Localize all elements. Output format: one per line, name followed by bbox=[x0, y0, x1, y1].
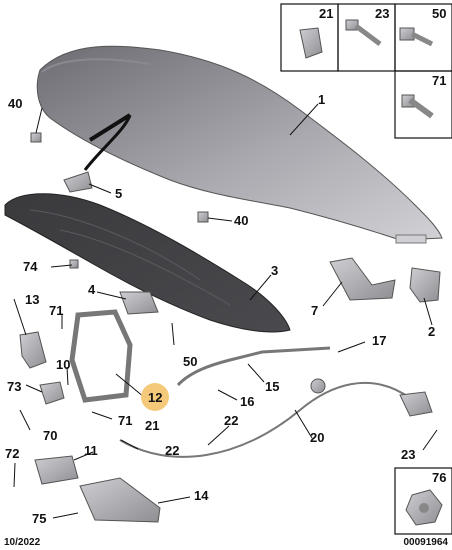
callout-5: 5 bbox=[115, 186, 122, 201]
callout-22-lower: 22 bbox=[165, 443, 179, 458]
callout-71-top: 71 bbox=[49, 303, 63, 318]
callout-13: 13 bbox=[25, 292, 39, 307]
clip-part-40-right bbox=[197, 211, 209, 223]
callout-74: 74 bbox=[23, 259, 38, 274]
callout-50: 50 bbox=[183, 354, 197, 369]
callout-11: 11 bbox=[84, 443, 98, 458]
callout-1: 1 bbox=[318, 92, 325, 107]
callout-2: 2 bbox=[428, 324, 435, 339]
support-part-13 bbox=[19, 331, 47, 369]
box-label-21: 21 bbox=[319, 6, 333, 21]
bracket-part-11 bbox=[34, 455, 79, 485]
callout-14: 14 bbox=[194, 488, 209, 503]
callout-16: 16 bbox=[240, 394, 254, 409]
hood-stay-part-12 bbox=[69, 309, 133, 403]
bracket-part-7 bbox=[329, 257, 396, 301]
box-label-23: 23 bbox=[375, 6, 389, 21]
box-label-71: 71 bbox=[432, 73, 446, 88]
release-handle bbox=[399, 391, 433, 417]
callout-12: 12 bbox=[148, 390, 162, 405]
callout-labels: 1 3 4 5 7 2 10 11 12 13 14 15 16 17 20 2… bbox=[5, 92, 435, 526]
clip-part-74 bbox=[69, 259, 79, 269]
hinge-bracket-part-5 bbox=[63, 171, 93, 193]
hood-part-1 bbox=[36, 45, 443, 244]
box-label-76: 76 bbox=[432, 470, 446, 485]
callout-3: 3 bbox=[271, 263, 278, 278]
callout-15: 15 bbox=[265, 379, 279, 394]
callout-73: 73 bbox=[7, 379, 21, 394]
bracket-part-4 bbox=[119, 291, 159, 315]
hood-rod-part-15 bbox=[176, 346, 331, 387]
callout-4: 4 bbox=[88, 282, 96, 297]
cover-part-14 bbox=[79, 477, 161, 523]
box-label-50: 50 bbox=[432, 6, 446, 21]
insulation-part-3 bbox=[4, 193, 291, 333]
callout-75: 75 bbox=[32, 511, 46, 526]
leader-lines bbox=[13, 103, 438, 519]
callout-72: 72 bbox=[5, 446, 19, 461]
callout-20: 20 bbox=[310, 430, 324, 445]
fastener-boxes: 21 23 50 71 76 bbox=[280, 3, 452, 535]
latch-part-10 bbox=[39, 381, 65, 405]
callout-70: 70 bbox=[43, 428, 57, 443]
callout-7: 7 bbox=[311, 303, 318, 318]
highlight-12 bbox=[141, 383, 169, 411]
callout-71-mid: 71 bbox=[118, 413, 132, 428]
footer-code: 00091964 bbox=[403, 537, 449, 548]
footer-date: 10/2022 bbox=[4, 537, 41, 548]
callout-40-left: 40 bbox=[8, 96, 22, 111]
cable-part-20 bbox=[119, 378, 411, 458]
callout-40-right: 40 bbox=[234, 213, 248, 228]
callout-21-lower: 21 bbox=[145, 418, 159, 433]
callout-23: 23 bbox=[401, 447, 415, 462]
bracket-part-2 bbox=[409, 267, 441, 303]
clip-part-40-top bbox=[30, 132, 42, 143]
callout-22-right: 22 bbox=[224, 413, 238, 428]
callout-10: 10 bbox=[56, 357, 70, 372]
callout-17: 17 bbox=[372, 333, 386, 348]
